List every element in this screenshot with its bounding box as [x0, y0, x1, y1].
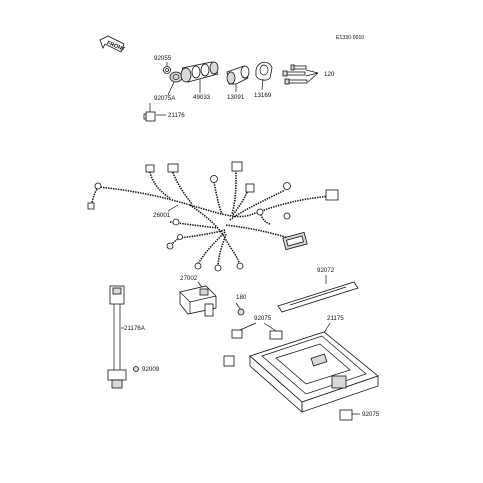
label-92009: 92009	[142, 366, 160, 373]
part-92072-strap	[277, 281, 359, 313]
label-92075-lower: 92075	[362, 411, 380, 418]
label-27002: 27002	[180, 275, 198, 282]
part-92055	[163, 66, 171, 74]
part-180-screw	[237, 308, 245, 316]
part-27002-relay	[179, 285, 217, 317]
part-13091-sleeve	[226, 65, 250, 85]
part-92075-cushion-lower	[339, 409, 353, 421]
part-21175-ecu	[249, 331, 379, 413]
part-13169-ring	[255, 61, 273, 81]
label-21175: 21175	[327, 315, 344, 322]
part-92009-screw	[133, 366, 139, 372]
label-92075-upper: 92075	[254, 315, 272, 322]
harness-connectors	[87, 161, 339, 272]
wiring-harness-26001	[91, 169, 331, 269]
label-92055: 92055	[154, 55, 172, 62]
label-92072: 92072	[317, 267, 335, 274]
front-arrow-icon: FRONT	[99, 35, 126, 53]
label-21176A: 21176A	[124, 325, 146, 332]
part-92075A	[169, 71, 183, 83]
part-21176A-sensor	[107, 285, 127, 389]
part-92075-cushion-upper	[223, 329, 283, 367]
label-180: 180	[236, 294, 247, 301]
label-26001: 26001	[153, 212, 171, 219]
label-120: 120	[324, 71, 335, 78]
label-13169: 13169	[254, 92, 272, 99]
part-120-bolts	[282, 64, 308, 85]
diagram-code: E1330-0010	[336, 35, 364, 41]
part-21176-sensor	[143, 103, 156, 122]
label-21176: 21176	[168, 112, 185, 119]
label-49033: 49033	[193, 94, 211, 101]
part-49033-lock-assembly	[180, 61, 219, 83]
label-92075A: 92075A	[154, 95, 176, 102]
label-13091: 13091	[227, 94, 245, 101]
